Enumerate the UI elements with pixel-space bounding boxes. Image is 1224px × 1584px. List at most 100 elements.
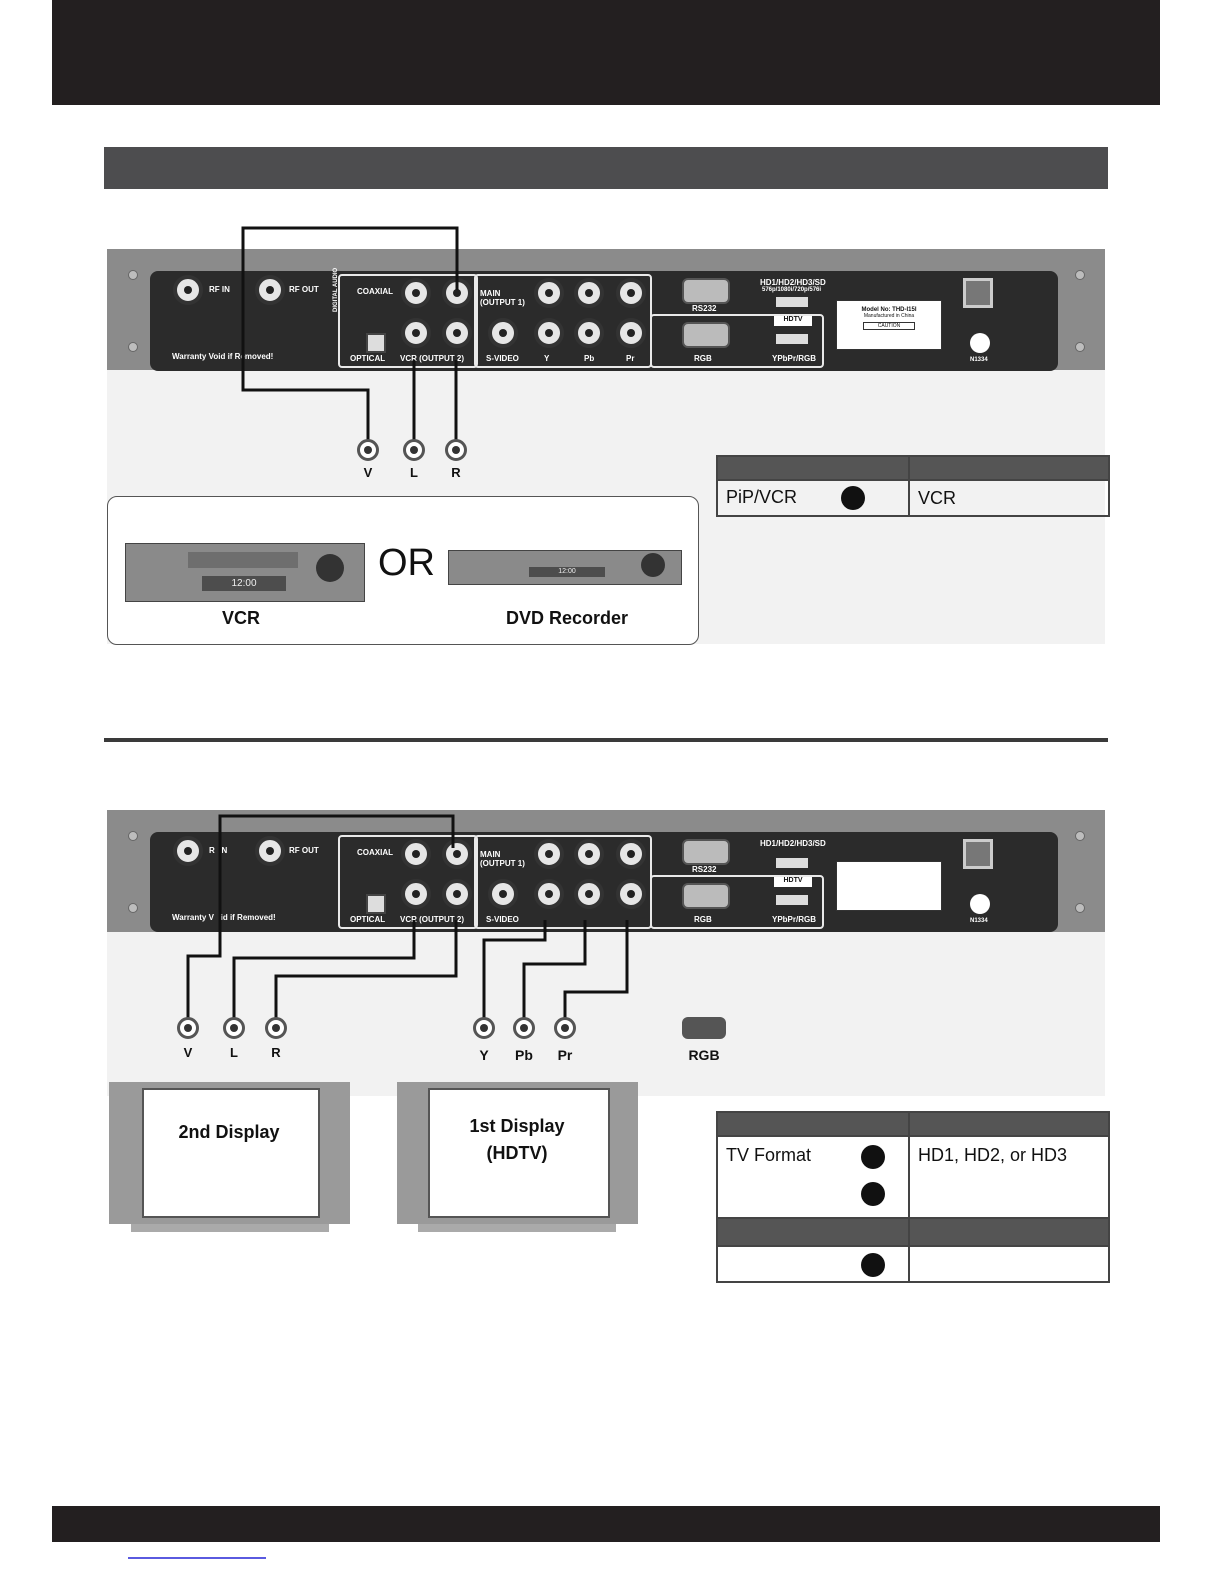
caution-label: CAUTION xyxy=(863,322,915,330)
vcr-right-jack-icon xyxy=(442,318,472,348)
second-display-label: 2nd Display xyxy=(178,1122,280,1142)
vcr-right-jack-icon xyxy=(442,879,472,909)
audio-output-block xyxy=(338,835,478,929)
button-marker-icon xyxy=(861,1145,885,1169)
setting-name: PiP/VCR xyxy=(726,486,798,507)
y-cable-line xyxy=(482,920,547,1018)
vcr-dial-icon xyxy=(316,554,344,582)
vcr-left-jack-icon xyxy=(401,318,431,348)
vcr-clock: 12:00 xyxy=(202,576,286,591)
pr-cable-line xyxy=(563,920,629,1018)
right-plug-icon xyxy=(445,439,467,461)
dvd-dial-icon xyxy=(641,553,665,577)
page-header-bar xyxy=(52,0,1160,105)
warranty-label: Warranty V id if Removed! xyxy=(172,913,276,922)
hd-sub-label: 576p/1080i/720p/576i xyxy=(762,287,822,293)
rf-out-jack-icon xyxy=(255,275,285,305)
left-audio-cable-line xyxy=(232,920,416,1018)
model-sticker: Model No: THD-I15I Manufactured in China… xyxy=(836,300,942,350)
footer-link-underline xyxy=(128,1557,266,1559)
tv-format-settings-table: TV Format HD1, HD2, or HD3 xyxy=(716,1111,1110,1283)
hd-switch-icon xyxy=(776,297,808,307)
ypbpr-switch-icon xyxy=(776,334,808,344)
plug-label-l: L xyxy=(410,465,418,480)
pr-label: Pr xyxy=(626,354,635,363)
svideo-jack-icon xyxy=(488,318,518,348)
coaxial-jack-icon xyxy=(401,839,431,869)
pb-label: Pb xyxy=(584,354,595,363)
first-display-label-line1: 1st Display xyxy=(469,1116,565,1136)
audio-output-block xyxy=(338,274,478,368)
or-text: OR xyxy=(378,542,435,584)
svideo-label: S-VIDEO xyxy=(486,354,519,363)
right-plug-icon xyxy=(265,1017,287,1039)
section-header-bar xyxy=(104,147,1108,189)
screw-icon xyxy=(1075,831,1085,841)
setting-name: TV Format xyxy=(726,1145,812,1165)
pb-jack-icon xyxy=(574,879,604,909)
button-marker-icon xyxy=(861,1253,885,1277)
fan-vent-icon xyxy=(963,278,993,308)
plug-label-r: R xyxy=(451,465,461,480)
bottom-cable-lines xyxy=(186,814,629,1018)
screw-icon xyxy=(1075,342,1085,352)
rf-in-jack-icon xyxy=(173,275,203,305)
second-display-screen xyxy=(142,1088,320,1218)
main-right-jack-icon xyxy=(616,839,646,869)
plug-label-pb: Pb xyxy=(515,1047,533,1063)
optical-label: OPTICAL xyxy=(350,354,386,363)
pr-plug-icon xyxy=(554,1017,576,1039)
rs232-label: RS232 xyxy=(692,304,717,313)
hdtv-label: HDTV xyxy=(774,316,812,326)
vcr-video-jack-icon xyxy=(442,839,472,869)
screw-icon xyxy=(128,903,138,913)
button-marker-icon xyxy=(861,1182,885,1206)
rgb-port-icon xyxy=(682,883,730,909)
left-plug-icon xyxy=(223,1017,245,1039)
video-output-block xyxy=(650,314,824,368)
pip-vcr-settings-table: PiP/VCR VCR xyxy=(716,455,1110,517)
optical-port-icon xyxy=(366,894,386,914)
main-output-label: MAIN (OUTPUT 1) xyxy=(480,289,525,307)
ypbpr-rgb-label: YPbPr/RGB xyxy=(772,354,817,363)
dvd-recorder-label: DVD Recorder xyxy=(505,608,629,628)
pb-jack-icon xyxy=(574,318,604,348)
hd-modes-label: HD1/HD2/HD3/SD xyxy=(760,839,826,848)
pr-jack-icon xyxy=(616,879,646,909)
n1334-label: N1334 xyxy=(970,918,988,924)
rgb-plug-icon xyxy=(682,1017,726,1039)
hd-switch-icon xyxy=(776,858,808,868)
svideo-jack-icon xyxy=(488,879,518,909)
page-footer-bar xyxy=(52,1506,1160,1542)
coaxial-jack-icon xyxy=(401,278,431,308)
vcr-label: VCR xyxy=(221,608,260,628)
rgb-port-icon xyxy=(682,322,730,348)
compliance-mark-icon xyxy=(970,894,990,914)
top-cable-lines xyxy=(241,226,459,440)
rgb-label: RGB xyxy=(694,915,712,924)
screw-icon xyxy=(1075,903,1085,913)
compliance-mark-icon xyxy=(970,333,990,353)
main-video-jack-icon xyxy=(534,839,564,869)
second-display-stand xyxy=(131,1224,329,1232)
plug-label-y: Y xyxy=(479,1047,489,1063)
n1334-label: N1334 xyxy=(970,357,988,363)
y-jack-icon xyxy=(534,318,564,348)
screw-icon xyxy=(128,831,138,841)
right-audio-cable-line xyxy=(274,920,458,1018)
setting-value: VCR xyxy=(908,479,1110,517)
y-label: Y xyxy=(544,354,550,363)
plug-label-r: R xyxy=(271,1045,281,1060)
left-plug-icon xyxy=(403,439,425,461)
rgb-label: RGB xyxy=(694,354,712,363)
dvd-recorder-device-icon: 12:00 xyxy=(448,550,682,585)
screw-icon xyxy=(128,270,138,280)
ypbpr-rgb-label: YPbPr/RGB xyxy=(772,915,817,924)
plug-label-v: V xyxy=(183,1045,193,1060)
optical-port-icon xyxy=(366,333,386,353)
vcr-output-label: VCR (OUTPUT 2) xyxy=(400,915,464,924)
plug-label-l: L xyxy=(230,1045,238,1060)
video-output-block xyxy=(650,875,824,929)
video-plug-icon xyxy=(177,1017,199,1039)
svideo-label: S-VIDEO xyxy=(486,915,519,924)
